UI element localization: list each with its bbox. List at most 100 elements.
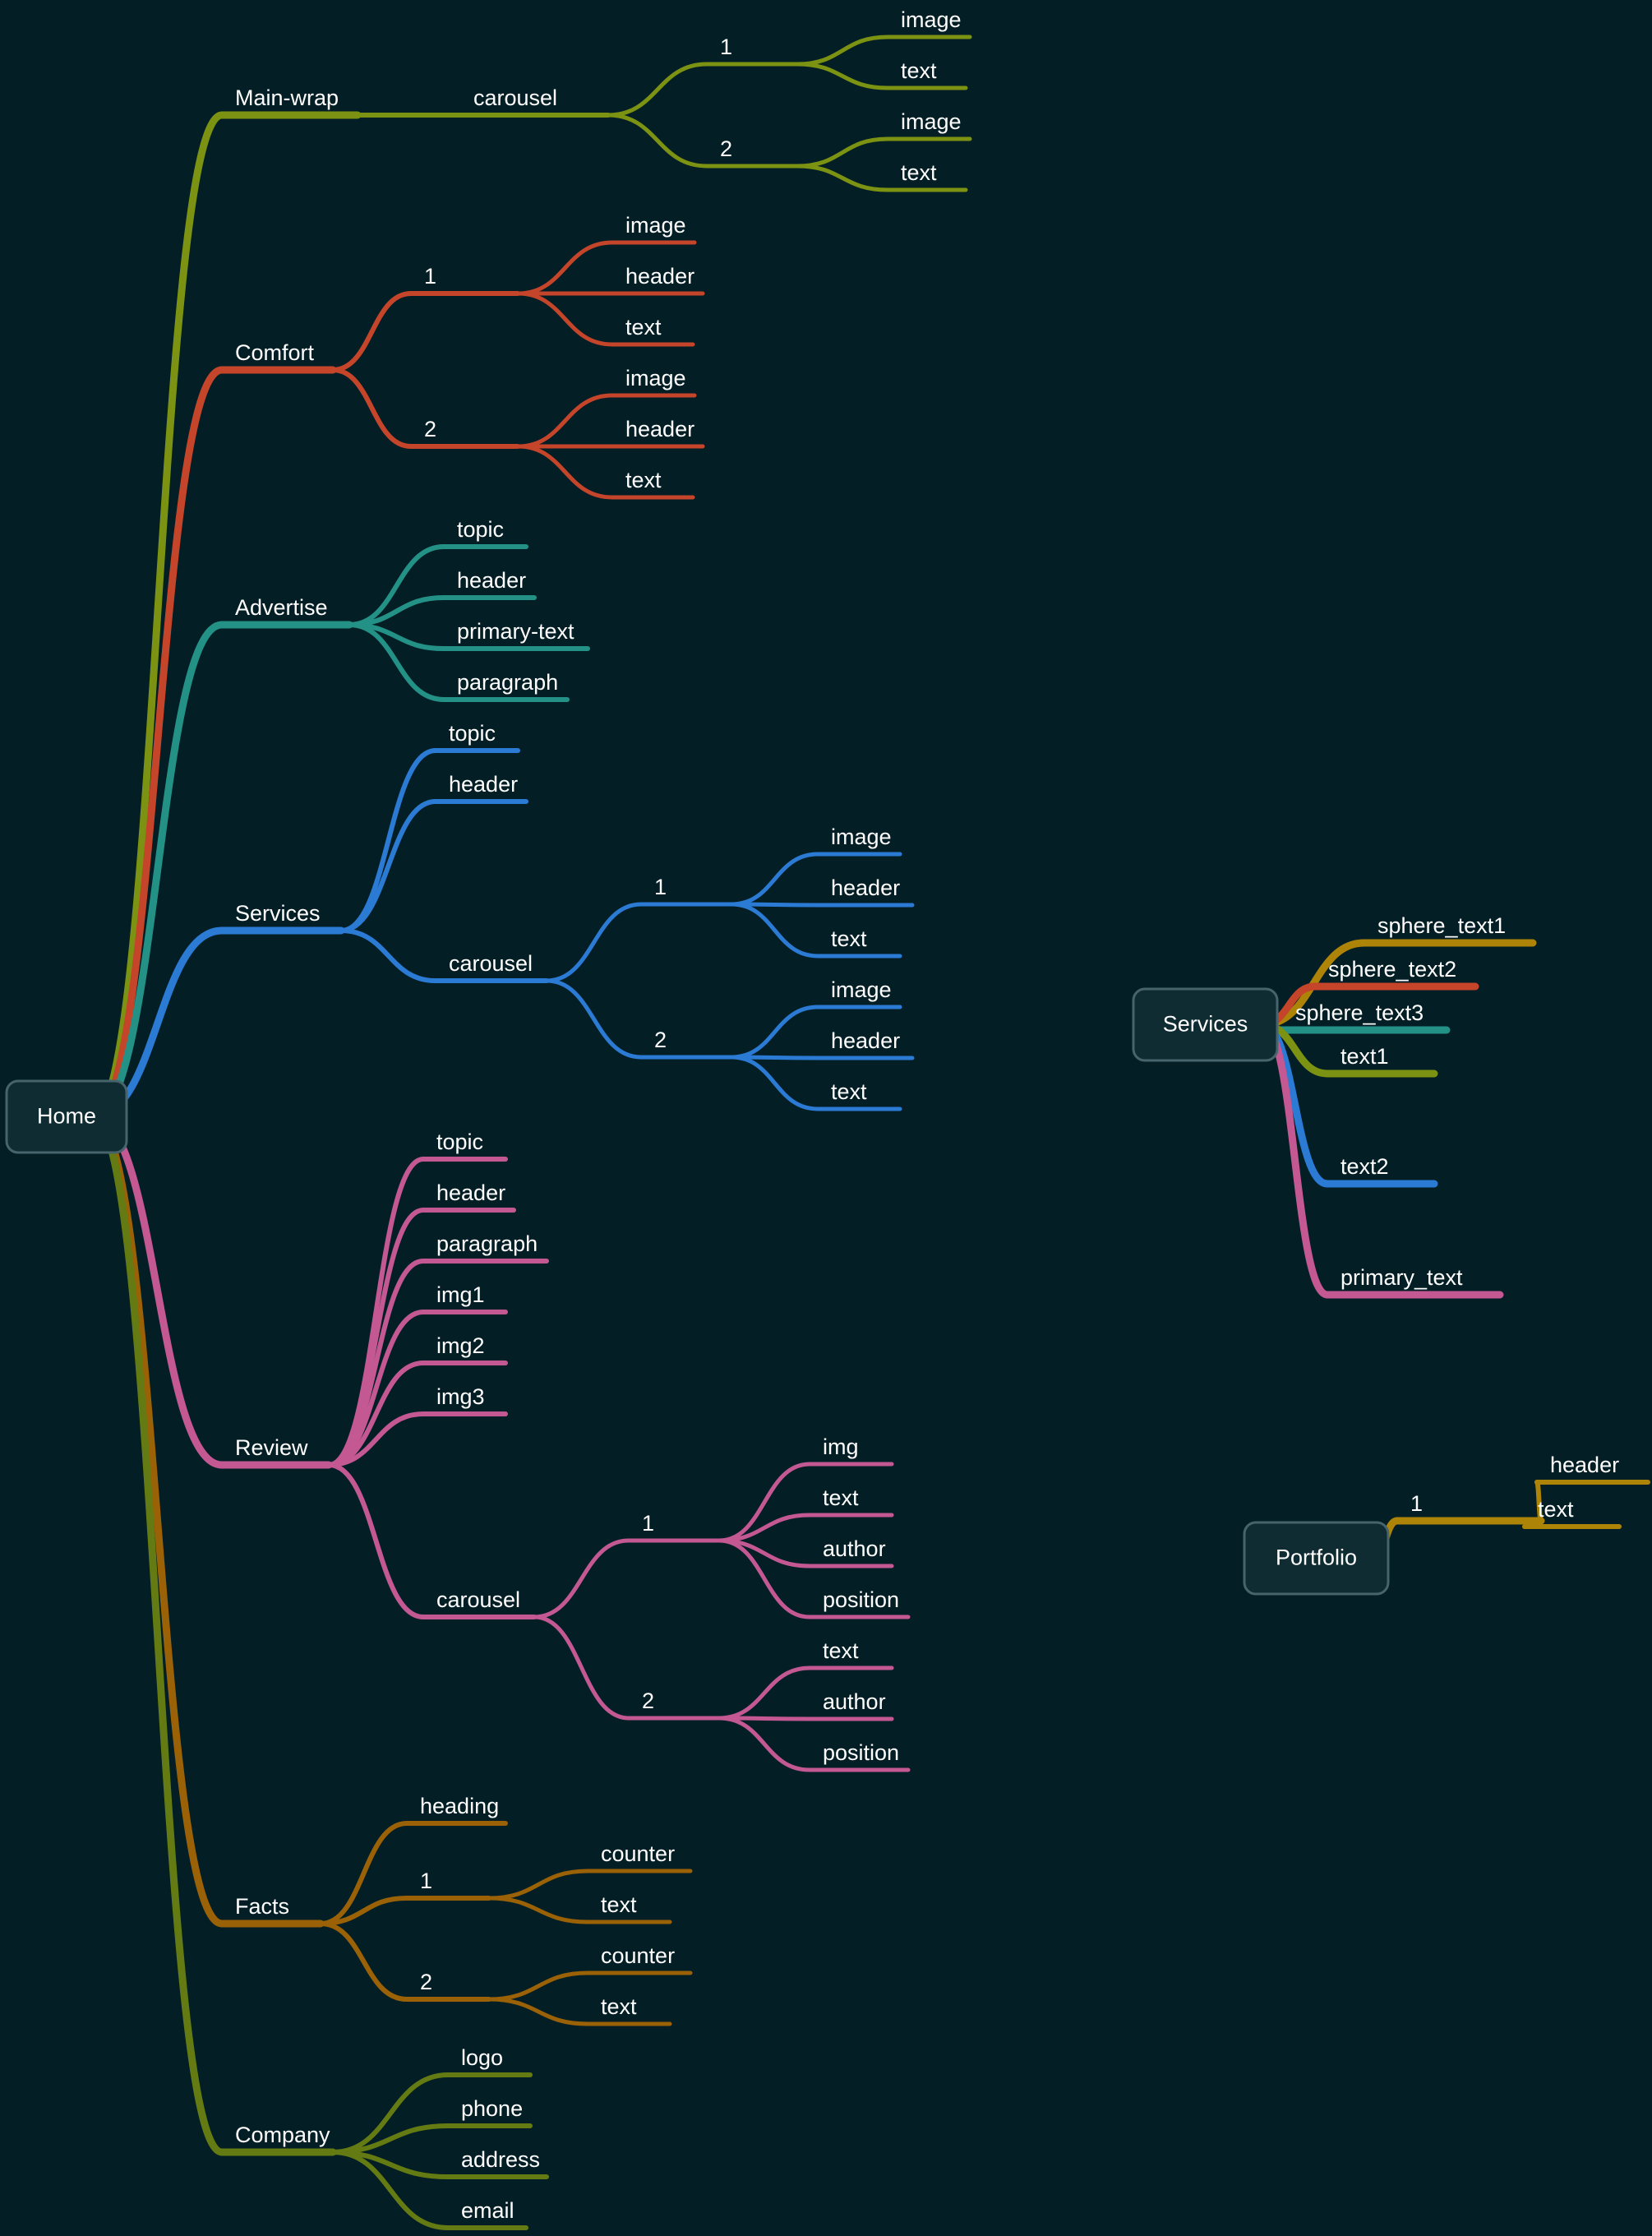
home-services-header-connector bbox=[339, 799, 438, 933]
home-review-img3-label[interactable]: img3 bbox=[436, 1384, 485, 1409]
home-main-wrap-carousel-label[interactable]: carousel bbox=[473, 85, 557, 110]
home-root-box[interactable] bbox=[5, 1079, 128, 1154]
home-facts-label[interactable]: Facts bbox=[235, 1894, 289, 1919]
home-facts-2-counter-label[interactable]: counter bbox=[601, 1943, 675, 1968]
home-review-paragraph-label[interactable]: paragraph bbox=[436, 1231, 538, 1256]
home-facts-1-text-label[interactable]: text bbox=[601, 1892, 637, 1917]
home-advertise-label[interactable]: Advertise bbox=[235, 595, 328, 620]
home-services-carousel-2-image-label[interactable]: image bbox=[831, 977, 892, 1002]
home-company-label[interactable]: Company bbox=[235, 2123, 330, 2147]
home-facts-1-label[interactable]: 1 bbox=[420, 1869, 432, 1893]
home-services-carousel-1-header-label[interactable]: header bbox=[831, 875, 900, 900]
home-comfort-1-image-connector bbox=[515, 240, 615, 296]
home-services-header-label[interactable]: header bbox=[449, 772, 518, 797]
home-comfort-2-label[interactable]: 2 bbox=[424, 417, 436, 441]
services-text1-label[interactable]: text1 bbox=[1341, 1044, 1389, 1069]
home-advertise-connector bbox=[89, 621, 226, 1120]
home-facts-heading-connector bbox=[318, 1821, 409, 1926]
home-review-carousel-2-position-label[interactable]: position bbox=[823, 1740, 899, 1765]
home-services-carousel-1-text-label[interactable]: text bbox=[831, 926, 867, 951]
home-review-label[interactable]: Review bbox=[235, 1435, 308, 1460]
home-review-carousel-1-label[interactable]: 1 bbox=[642, 1511, 654, 1536]
home-services-carousel-1-image-connector bbox=[729, 852, 820, 907]
home-main-wrap-carousel-2-connector bbox=[606, 113, 709, 169]
home-facts-2-connector bbox=[318, 1921, 409, 2002]
home-advertise-header-label[interactable]: header bbox=[457, 568, 526, 593]
services-sphere-text1-label[interactable]: sphere_text1 bbox=[1377, 913, 1506, 938]
home-services-label[interactable]: Services bbox=[235, 901, 321, 926]
home-advertise-primary-text-label[interactable]: primary-text bbox=[457, 619, 575, 644]
home-comfort-1-image-label[interactable]: image bbox=[625, 213, 686, 238]
services-root-label[interactable]: Services bbox=[1163, 1012, 1248, 1037]
home-root-label[interactable]: Home bbox=[37, 1104, 96, 1129]
home-review-carousel-2-position-connector bbox=[717, 1716, 812, 1772]
home-review-carousel-1-position-label[interactable]: position bbox=[823, 1587, 899, 1612]
home-main-wrap-label[interactable]: Main-wrap bbox=[235, 85, 339, 110]
home-review-carousel-2-label[interactable]: 2 bbox=[642, 1689, 654, 1713]
home-review-carousel-1-author-label[interactable]: author bbox=[823, 1536, 886, 1561]
services-root-box[interactable] bbox=[1132, 987, 1279, 1062]
portfolio-1-label[interactable]: 1 bbox=[1410, 1491, 1423, 1516]
home-review-carousel-1-img-label[interactable]: img bbox=[823, 1434, 859, 1459]
home-review-img1-label[interactable]: img1 bbox=[436, 1282, 485, 1307]
portfolio-root-box[interactable] bbox=[1243, 1521, 1390, 1596]
home-review-carousel-1-text-label[interactable]: text bbox=[823, 1485, 859, 1510]
home-company-address-label[interactable]: address bbox=[461, 2147, 540, 2172]
home-services-carousel-2-text-label[interactable]: text bbox=[831, 1079, 867, 1104]
home-services-carousel-label[interactable]: carousel bbox=[449, 951, 533, 976]
home-services-topic-label[interactable]: topic bbox=[449, 721, 496, 746]
home-company-email-label[interactable]: email bbox=[461, 2198, 515, 2223]
home-review-carousel-label[interactable]: carousel bbox=[436, 1587, 520, 1612]
services-root-node[interactable]: Services bbox=[1132, 987, 1279, 1062]
home-review-carousel-2-author-label[interactable]: author bbox=[823, 1689, 886, 1714]
home-review-carousel-1-connector bbox=[532, 1538, 631, 1619]
home-main-wrap-carousel-2-label[interactable]: 2 bbox=[720, 136, 732, 161]
home-main-wrap-carousel-2-text-label[interactable]: text bbox=[901, 160, 937, 185]
home-review-img2-label[interactable]: img2 bbox=[436, 1333, 485, 1358]
home-facts-2-label[interactable]: 2 bbox=[420, 1970, 432, 1994]
home-main-wrap-carousel-1-text-connector bbox=[795, 62, 890, 90]
home-services-carousel-1-label[interactable]: 1 bbox=[654, 875, 667, 899]
home-facts-heading-label[interactable]: heading bbox=[420, 1794, 499, 1818]
home-facts-1-counter-label[interactable]: counter bbox=[601, 1841, 675, 1866]
portfolio-root-node[interactable]: Portfolio bbox=[1243, 1521, 1390, 1596]
home-services-carousel-2-connector bbox=[544, 978, 644, 1060]
home-services-topic-connector bbox=[339, 748, 438, 933]
home-comfort-2-connector bbox=[330, 367, 413, 449]
services-sphere-text2-label[interactable]: sphere_text2 bbox=[1328, 957, 1456, 982]
home-review-carousel-2-text-connector bbox=[717, 1665, 812, 1721]
home-main-wrap-carousel-2-image-label[interactable]: image bbox=[901, 109, 962, 134]
home-main-wrap-carousel-1-image-label[interactable]: image bbox=[901, 7, 962, 32]
portfolio-1-text-label[interactable]: text bbox=[1538, 1497, 1574, 1522]
home-services-carousel-2-label[interactable]: 2 bbox=[654, 1028, 667, 1052]
home-main-wrap-carousel-1-label[interactable]: 1 bbox=[720, 35, 732, 59]
portfolio-root-label[interactable]: Portfolio bbox=[1276, 1545, 1357, 1570]
home-company-logo-label[interactable]: logo bbox=[461, 2045, 503, 2070]
home-review-topic-label[interactable]: topic bbox=[436, 1130, 483, 1154]
home-facts-2-text-label[interactable]: text bbox=[601, 1994, 637, 2019]
home-advertise-paragraph-label[interactable]: paragraph bbox=[457, 670, 558, 695]
home-advertise-topic-label[interactable]: topic bbox=[457, 517, 504, 542]
home-company-phone-label[interactable]: phone bbox=[461, 2096, 523, 2121]
home-comfort-2-image-label[interactable]: image bbox=[625, 366, 686, 390]
home-services-carousel-2-header-label[interactable]: header bbox=[831, 1028, 900, 1053]
services-sphere-text3-label[interactable]: sphere_text3 bbox=[1295, 1000, 1424, 1025]
home-comfort-1-text-label[interactable]: text bbox=[625, 315, 662, 340]
services-primary-text-label[interactable]: primary_text bbox=[1341, 1265, 1463, 1290]
home-review-header-label[interactable]: header bbox=[436, 1180, 505, 1205]
services-text2-label[interactable]: text2 bbox=[1341, 1154, 1389, 1179]
home-review-carousel-1-position-connector bbox=[717, 1538, 812, 1619]
home-comfort-2-header-label[interactable]: header bbox=[625, 417, 694, 441]
home-comfort-2-text-label[interactable]: text bbox=[625, 468, 662, 492]
home-comfort-1-label[interactable]: 1 bbox=[424, 264, 436, 289]
home-comfort-2-image-connector bbox=[515, 393, 615, 449]
home-comfort-label[interactable]: Comfort bbox=[235, 340, 315, 365]
home-review-carousel-2-text-label[interactable]: text bbox=[823, 1638, 859, 1663]
home-services-carousel-1-image-label[interactable]: image bbox=[831, 825, 892, 849]
home-main-wrap-carousel-1-text-label[interactable]: text bbox=[901, 58, 937, 83]
home-services-carousel-1-text-connector bbox=[729, 902, 820, 959]
home-comfort-1-header-label[interactable]: header bbox=[625, 264, 694, 289]
home-root-node[interactable]: Home bbox=[5, 1079, 128, 1154]
portfolio-1-header-label[interactable]: header bbox=[1550, 1453, 1619, 1477]
